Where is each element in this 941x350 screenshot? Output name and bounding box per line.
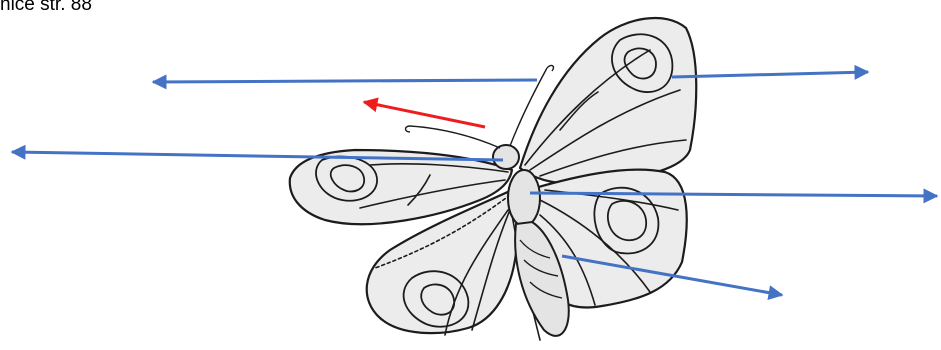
pointer-arrow-antenna [153,80,537,82]
butterfly-thorax [508,170,540,226]
butterfly-icon [290,18,696,340]
butterfly-head [493,145,519,169]
pointer-arrow-forewing [672,72,868,77]
left-antenna [410,126,500,148]
highlight-arrow-red [364,102,485,127]
